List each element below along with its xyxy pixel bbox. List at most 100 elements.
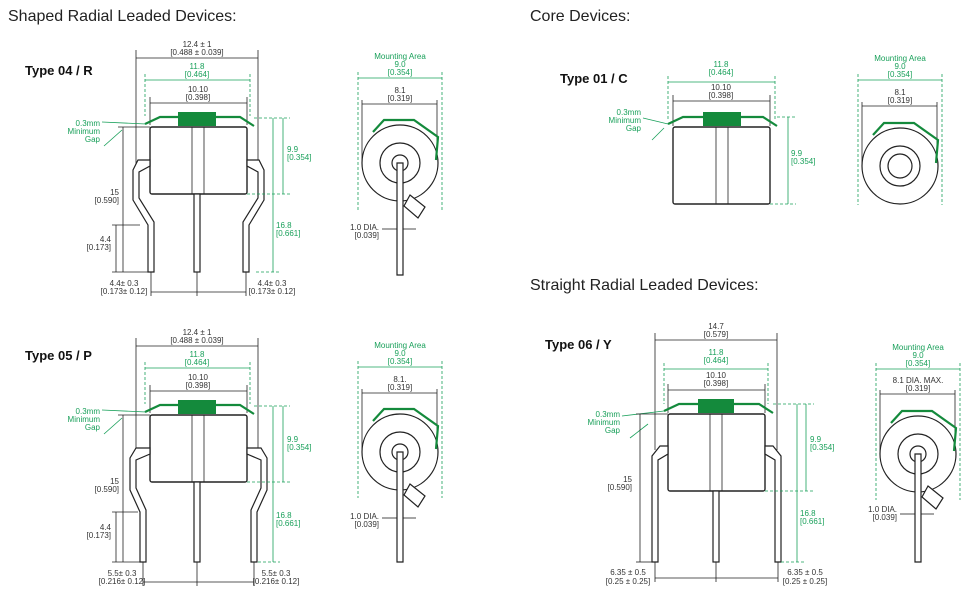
mount-width: 9.0 (394, 60, 406, 69)
dim-overall-width-in: [0.488 ± 0.039] (170, 48, 223, 57)
gap-label-3: Gap (626, 124, 642, 133)
dim-lead-height-in: [0.173] (87, 243, 111, 252)
gap-label-2: Minimum (588, 418, 621, 427)
dim-lead-total-in: [0.661] (276, 229, 300, 238)
dim-body-width-in: [0.398] (709, 91, 733, 100)
dim-pitch-left-in: [0.173± 0.12] (101, 287, 148, 296)
dim-clip-width-in: [0.464] (704, 356, 728, 365)
type-label-04-r: Type 04 / R (25, 63, 93, 78)
dim-body-width-in: [0.398] (186, 381, 210, 390)
dim-overall-width: 14.7 (708, 322, 724, 331)
dim-overall-width-in: [0.488 ± 0.039] (170, 336, 223, 345)
dim-clip-width: 11.8 (190, 62, 206, 71)
dim-pitch-right: 6.35 ± 0.5 (787, 568, 823, 577)
dim-body-height-in: [0.354] (287, 443, 311, 452)
dim-lead-total: 16.8 (800, 509, 816, 518)
dim-pitch-right-in: [0.216± 0.12] (253, 577, 300, 586)
dim-overall-width-in: [0.579] (704, 330, 728, 339)
gap-label-2: Minimum (609, 116, 642, 125)
dim-clip-width-in: [0.464] (185, 70, 209, 79)
dim-total-height: 15 (623, 475, 632, 484)
dim-total-height-in: [0.590] (95, 485, 119, 494)
dim-total-height-in: [0.590] (95, 196, 119, 205)
dim-body-height: 9.9 (287, 435, 299, 444)
dia-label-in: [0.319] (888, 96, 912, 105)
gap-label: 0.3mm (76, 119, 101, 128)
end-view-05-p: Mounting Area 9.0 [0.354] 8.1. [0.319] 1… (350, 341, 443, 563)
dim-lead-total: 16.8 (276, 221, 292, 230)
side-view-05-p: 12.4 ± 1 [0.488 ± 0.039] 11.8 [0.464] 10… (68, 328, 311, 586)
dim-clip-width: 11.8 (190, 350, 206, 359)
side-view-01-c: 11.8 [0.464] 10.10 [0.398] 0.3mm Minimum… (609, 60, 815, 205)
green-cap (698, 399, 734, 413)
gap-label: 0.3mm (596, 410, 621, 419)
section-title-shaped: Shaped Radial Leaded Devices: (8, 8, 237, 25)
dim-body-width: 10.10 (706, 371, 727, 380)
gdt-body (149, 126, 248, 195)
dim-body-height: 9.9 (287, 145, 299, 154)
dia-label-in: [0.319] (388, 383, 412, 392)
type-label-06-y: Type 06 / Y (545, 337, 612, 352)
dim-lead-total-in: [0.661] (800, 517, 824, 526)
dim-clip-width-in: [0.464] (709, 68, 733, 77)
gdt-body (149, 414, 248, 483)
dim-body-height: 9.9 (791, 149, 803, 158)
lead-dia-label-in: [0.039] (355, 231, 379, 240)
dia-label: 8.1 DIA. MAX. (893, 376, 944, 385)
lead-dia-label: 1.0 DIA. (350, 223, 379, 232)
dim-pitch-left: 6.35 ± 0.5 (610, 568, 646, 577)
dim-pitch-left-in: [0.25 ± 0.25] (606, 577, 650, 586)
dim-body-height-in: [0.354] (810, 443, 834, 452)
gap-label: 0.3mm (76, 407, 101, 416)
dim-pitch-right: 4.4± 0.3 (258, 279, 287, 288)
dim-clip-width: 11.8 (714, 60, 730, 69)
green-cap (178, 400, 216, 414)
section-title-core: Core Devices: (530, 8, 631, 25)
lead-dia-label: 1.0 DIA. (868, 505, 897, 514)
mount-area-label: Mounting Area (874, 54, 926, 63)
mount-area-label: Mounting Area (374, 52, 426, 61)
mount-width: 9.0 (912, 351, 924, 360)
green-cap (703, 112, 741, 126)
mount-area-label: Mounting Area (374, 341, 426, 350)
mount-width: 9.0 (894, 62, 906, 71)
end-view-01-c: Mounting Area 9.0 [0.354] 8.1 [0.319] (857, 54, 943, 205)
dim-lead-height: 4.4 (100, 235, 112, 244)
green-cap (178, 112, 216, 126)
mount-width-in: [0.354] (888, 70, 912, 79)
dim-body-width-in: [0.398] (186, 93, 210, 102)
gdt-body (672, 126, 771, 205)
dim-pitch-right: 5.5± 0.3 (262, 569, 291, 578)
dim-body-width: 10.10 (711, 83, 732, 92)
gap-label-2: Minimum (68, 127, 101, 136)
section-title-straight: Straight Radial Leaded Devices: (530, 277, 759, 294)
dia-label-in: [0.319] (388, 94, 412, 103)
mount-width: 9.0 (394, 349, 406, 358)
dim-pitch-left: 4.4± 0.3 (110, 279, 139, 288)
dim-pitch-right-in: [0.173± 0.12] (249, 287, 296, 296)
gap-label-2: Minimum (68, 415, 101, 424)
mount-width-in: [0.354] (388, 357, 412, 366)
gap-label-3: Gap (85, 423, 101, 432)
mount-width-in: [0.354] (388, 68, 412, 77)
end-view-06-y: Mounting Area 9.0 [0.354] 8.1 DIA. MAX. … (868, 343, 961, 563)
side-view-06-y: 14.7 [0.579] 11.8 [0.464] 10.10 [0.398] … (588, 322, 835, 586)
dia-label-in: [0.319] (906, 384, 930, 393)
dim-clip-width: 11.8 (709, 348, 725, 357)
dim-clip-width-in: [0.464] (185, 358, 209, 367)
dim-body-width: 10.10 (188, 373, 209, 382)
mount-width-in: [0.354] (906, 359, 930, 368)
end-view-04-r: Mounting Area 9.0 [0.354] 8.1 [0.319] 1.… (350, 52, 443, 276)
dim-pitch-right-in: [0.25 ± 0.25] (783, 577, 827, 586)
dim-lead-total: 16.8 (276, 511, 292, 520)
dim-total-height-in: [0.590] (608, 483, 632, 492)
dim-total-height: 15 (110, 188, 119, 197)
gap-label: 0.3mm (617, 108, 642, 117)
dim-pitch-left-in: [0.216± 0.12] (99, 577, 146, 586)
dim-pitch-left: 5.5± 0.3 (108, 569, 137, 578)
dim-total-height: 15 (110, 477, 119, 486)
type-label-01-c: Type 01 / C (560, 71, 628, 86)
gap-label-3: Gap (605, 426, 621, 435)
lead-dia-label-in: [0.039] (355, 520, 379, 529)
